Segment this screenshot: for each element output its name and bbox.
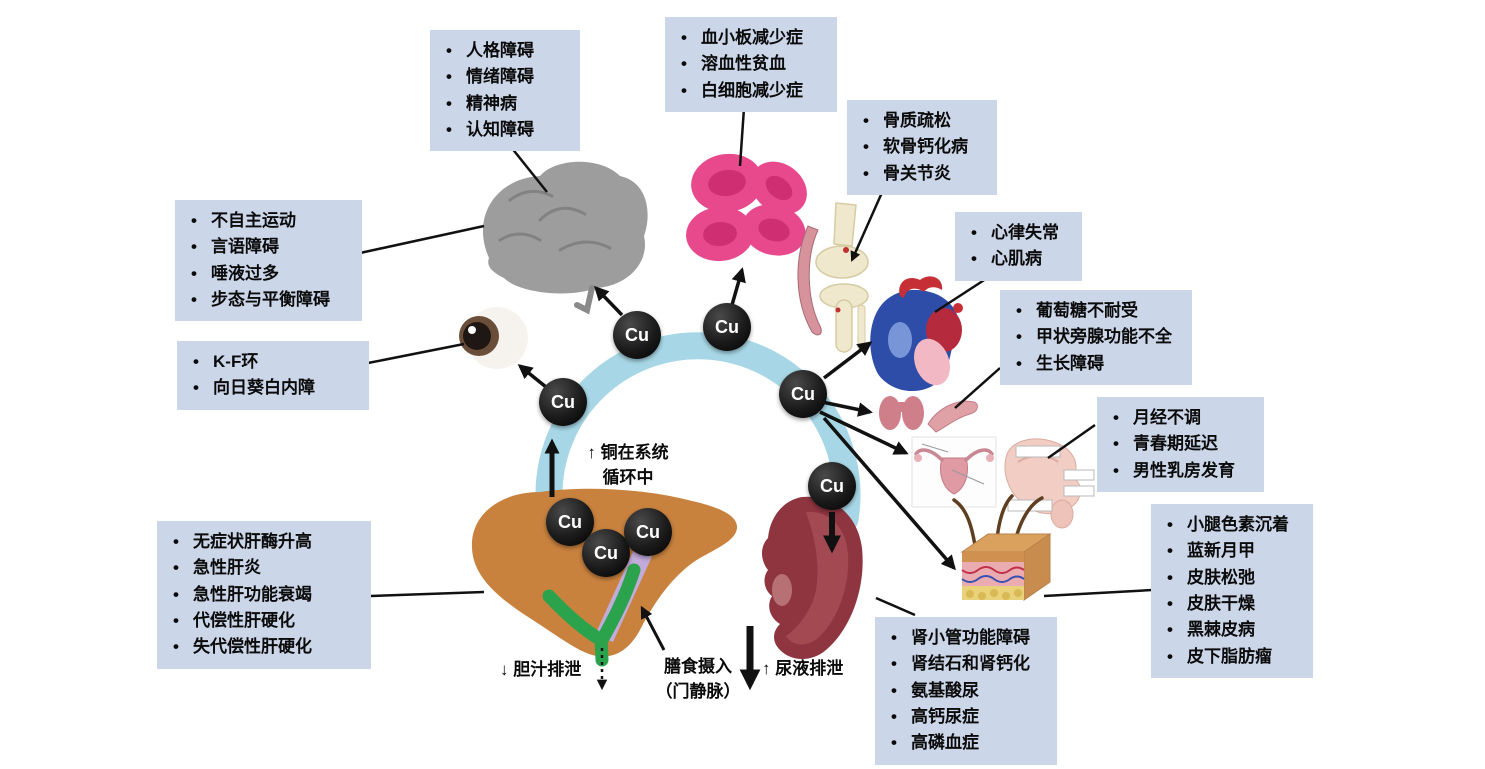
symptom-item: 人格障碍 xyxy=(436,38,568,65)
connector-lines xyxy=(359,107,1153,617)
symptom-item: 氨基酸尿 xyxy=(881,678,1045,705)
symptom-item: 认知障碍 xyxy=(436,117,568,144)
cu-marker: Cu xyxy=(624,508,672,556)
circulation-line2: 循环中 xyxy=(602,468,654,487)
symptom-item: 肾小管功能障碍 xyxy=(881,625,1045,652)
dietary-intake-annotation: 膳食摄入 （门静脉） xyxy=(645,652,751,702)
symptom-item: 肾结石和肾钙化 xyxy=(881,651,1045,678)
skeletal-symptoms-box: 骨质疏松软骨钙化病骨关节炎 xyxy=(847,100,997,196)
cu-marker: Cu xyxy=(582,529,630,577)
symptom-item: 血小板减少症 xyxy=(671,25,825,52)
symptom-item: 骨质疏松 xyxy=(853,108,985,135)
symptom-item: 黑棘皮病 xyxy=(1157,617,1301,644)
symptom-list: 月经不调青春期延迟男性乳房发育 xyxy=(1097,397,1264,492)
symptom-item: 代偿性肝硬化 xyxy=(163,608,359,635)
symptom-list: 血小板减少症溶血性贫血白细胞减少症 xyxy=(665,17,837,112)
pancreas-illustration xyxy=(927,400,978,433)
bile-excretion-annotation: ↓ 胆汁排泄 xyxy=(500,660,582,679)
cu-marker: Cu xyxy=(613,311,661,359)
kidney-illustration xyxy=(762,496,863,659)
cardiac-symptoms-box: 心律失常心肌病 xyxy=(955,212,1082,281)
cu-label: Cu xyxy=(594,542,618,563)
urine-excretion-annotation: ↑ 尿液排泄 xyxy=(762,659,844,678)
symptom-item: 步态与平衡障碍 xyxy=(181,287,350,314)
symptom-item: 精神病 xyxy=(436,91,568,118)
symptom-item: 生长障碍 xyxy=(1006,351,1180,378)
dermatologic-symptoms-box: 小腿色素沉着蓝新月甲皮肤松弛皮肤干燥黑棘皮病皮下脂肪瘤 xyxy=(1151,504,1313,679)
symptom-item: 心律失常 xyxy=(961,220,1070,247)
symptom-item: 高磷血症 xyxy=(881,730,1045,757)
male-reproductive-illustration xyxy=(1004,438,1095,529)
symptom-item: 青春期延迟 xyxy=(1103,431,1252,458)
circulation-line1: ↑ 铜在系统 xyxy=(587,443,669,462)
symptom-item: 皮肤干燥 xyxy=(1157,591,1301,618)
renal-symptoms-box: 肾小管功能障碍肾结石和肾钙化氨基酸尿高钙尿症高磷血症 xyxy=(875,617,1057,765)
dietary-intake-line2: （门静脉） xyxy=(655,682,741,701)
heart-illustration xyxy=(870,276,963,392)
thyroid-illustration xyxy=(879,396,924,430)
symptom-item: 葡萄糖不耐受 xyxy=(1006,298,1180,325)
symptom-list: 骨质疏松软骨钙化病骨关节炎 xyxy=(847,100,997,195)
brain-illustration xyxy=(482,161,648,315)
cu-label: Cu xyxy=(625,324,649,345)
cu-label: Cu xyxy=(715,316,739,337)
symptom-item: 甲状旁腺功能不全 xyxy=(1006,324,1180,351)
symptom-list: 葡萄糖不耐受甲状旁腺功能不全生长障碍 xyxy=(1000,290,1192,385)
eye-illustration xyxy=(459,307,528,369)
symptom-list: 无症状肝酶升高急性肝炎急性肝功能衰竭代偿性肝硬化失代偿性肝硬化 xyxy=(157,521,371,669)
psychiatric-symptoms-box: 人格障碍情绪障碍精神病认知障碍 xyxy=(430,30,580,152)
circulation-annotation: ↑ 铜在系统 循环中 xyxy=(568,438,688,488)
symptom-item: 高钙尿症 xyxy=(881,704,1045,731)
skin-illustration xyxy=(952,494,1052,601)
cu-label: Cu xyxy=(551,391,575,412)
female-reproductive-illustration xyxy=(911,436,997,508)
symptom-item: 唾液过多 xyxy=(181,261,350,288)
cu-marker: Cu xyxy=(808,462,856,510)
symptom-list: 人格障碍情绪障碍精神病认知障碍 xyxy=(430,30,580,151)
symptom-list: 小腿色素沉着蓝新月甲皮肤松弛皮肤干燥黑棘皮病皮下脂肪瘤 xyxy=(1151,504,1313,678)
symptom-item: 失代偿性肝硬化 xyxy=(163,634,359,661)
red-blood-cells-illustration xyxy=(686,153,807,262)
symptom-item: 言语障碍 xyxy=(181,234,350,261)
ocular-symptoms-box: K-F环向日葵白内障 xyxy=(177,341,369,410)
symptom-item: 皮下脂肪瘤 xyxy=(1157,644,1301,671)
symptom-item: 心肌病 xyxy=(961,246,1070,273)
cu-marker: Cu xyxy=(779,370,827,418)
flow-arrows xyxy=(517,267,956,691)
cu-label: Cu xyxy=(636,521,660,542)
symptom-list: K-F环向日葵白内障 xyxy=(177,341,369,410)
symptom-item: 溶血性贫血 xyxy=(671,51,825,78)
symptom-item: 软骨钙化病 xyxy=(853,134,985,161)
symptom-item: 急性肝炎 xyxy=(163,555,359,582)
symptom-list: 肾小管功能障碍肾结石和肾钙化氨基酸尿高钙尿症高磷血症 xyxy=(875,617,1057,765)
symptom-item: 小腿色素沉着 xyxy=(1157,512,1301,539)
symptom-list: 心律失常心肌病 xyxy=(955,212,1082,281)
symptom-item: 急性肝功能衰竭 xyxy=(163,582,359,609)
cu-label: Cu xyxy=(791,383,815,404)
endocrine-symptoms-box: 葡萄糖不耐受甲状旁腺功能不全生长障碍 xyxy=(1000,290,1192,386)
symptom-item: K-F环 xyxy=(183,349,357,376)
symptom-list: 不自主运动言语障碍唾液过多步态与平衡障碍 xyxy=(175,200,362,321)
symptom-item: 白细胞减少症 xyxy=(671,78,825,105)
bone-joint-illustration xyxy=(797,202,869,353)
symptom-item: 向日葵白内障 xyxy=(183,375,357,402)
symptom-item: 无症状肝酶升高 xyxy=(163,529,359,556)
symptom-item: 不自主运动 xyxy=(181,208,350,235)
symptom-item: 情绪障碍 xyxy=(436,64,568,91)
neurologic-symptoms-box: 不自主运动言语障碍唾液过多步态与平衡障碍 xyxy=(175,200,362,322)
reproductive-symptoms-box: 月经不调青春期延迟男性乳房发育 xyxy=(1097,397,1264,493)
symptom-item: 骨关节炎 xyxy=(853,161,985,188)
dietary-intake-line1: 膳食摄入 xyxy=(664,657,732,676)
cu-label: Cu xyxy=(558,511,582,532)
hepatic-symptoms-box: 无症状肝酶升高急性肝炎急性肝功能衰竭代偿性肝硬化失代偿性肝硬化 xyxy=(157,521,371,669)
symptom-item: 皮肤松弛 xyxy=(1157,565,1301,592)
cu-marker: Cu xyxy=(539,378,587,426)
cu-label: Cu xyxy=(820,475,844,496)
symptom-item: 蓝新月甲 xyxy=(1157,538,1301,565)
hematologic-symptoms-box: 血小板减少症溶血性贫血白细胞减少症 xyxy=(665,17,837,113)
symptom-item: 月经不调 xyxy=(1103,405,1252,432)
symptom-item: 男性乳房发育 xyxy=(1103,458,1252,485)
cu-marker: Cu xyxy=(703,303,751,351)
